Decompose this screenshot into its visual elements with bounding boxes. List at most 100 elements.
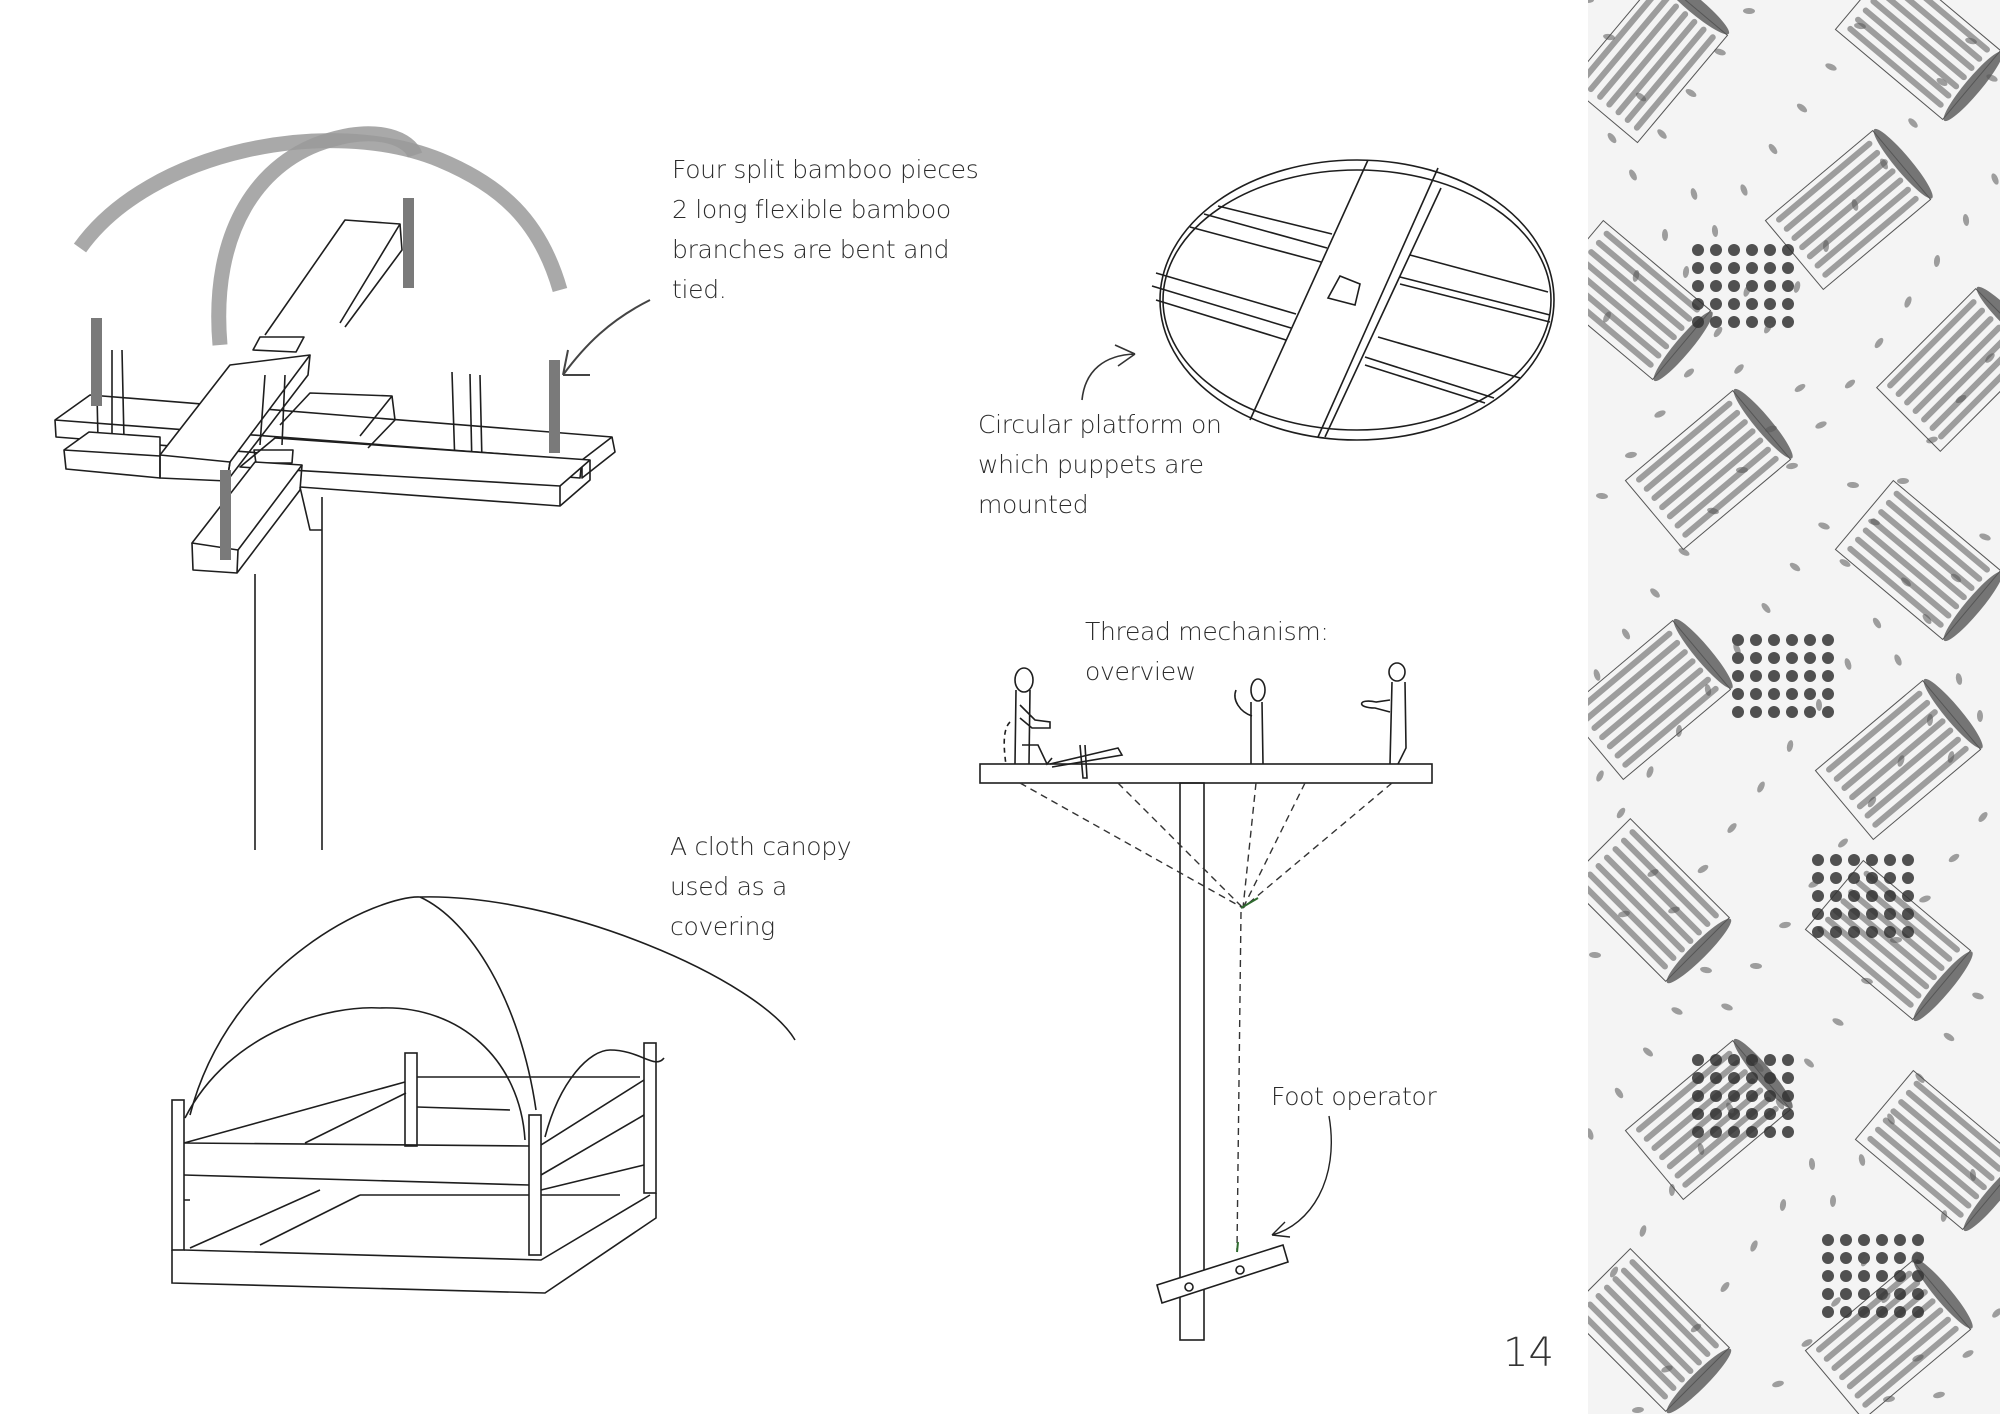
drum-motif [1834, 479, 2000, 642]
pattern-leaf [1808, 1158, 1816, 1170]
pattern-leaf [1596, 770, 1604, 782]
pattern-dot [1782, 316, 1794, 328]
caption-line: used as a [670, 872, 787, 901]
pattern-leaf [1779, 921, 1791, 929]
pattern-leaf [1682, 266, 1690, 278]
pattern-leaf [1796, 103, 1808, 113]
pattern-dot [1782, 298, 1794, 310]
pattern-dot [1782, 1108, 1794, 1120]
pattern-dot [1902, 908, 1914, 920]
pattern-dot [1840, 1288, 1852, 1300]
pattern-dot [1786, 688, 1798, 700]
pattern-leaf [1765, 425, 1777, 433]
pattern-dot [1782, 1072, 1794, 1084]
bamboo-arc-left [73, 133, 568, 293]
pattern-dot [1710, 244, 1722, 256]
pattern-leaf [1955, 673, 1963, 685]
pattern-leaf [1908, 118, 1918, 128]
pattern-dot [1750, 670, 1762, 682]
pattern-leaf [1858, 1154, 1866, 1166]
drum-pattern-illustration [1588, 0, 2000, 1414]
pattern-leaf [1607, 132, 1617, 144]
pattern-leaf [1588, 1128, 1594, 1140]
pattern-leaf [1815, 699, 1823, 711]
circular-platform-drawing [1081, 159, 1555, 441]
pattern-leaf [1912, 1354, 1924, 1362]
pattern-leaf [1851, 199, 1859, 211]
pattern-dot [1830, 854, 1842, 866]
drum-motif [1624, 388, 1793, 551]
foot-operator-caption: Foot operator [1271, 1077, 1437, 1117]
pattern-dot [1732, 670, 1744, 682]
thread-mechanism-drawing [979, 662, 1433, 1341]
pattern-dot [1746, 316, 1758, 328]
pattern-leaf [1933, 1391, 1945, 1399]
pattern-dot [1858, 1270, 1870, 1282]
pattern-dot [1728, 1054, 1740, 1066]
pattern-leaf [1683, 368, 1695, 378]
pattern-dot [1830, 908, 1842, 920]
pattern-dot [1866, 926, 1878, 938]
pattern-dot [1764, 1108, 1776, 1120]
pattern-leaf [1986, 74, 1998, 82]
caption-line: branches are bent and [672, 235, 950, 264]
caption-line: mounted [978, 490, 1089, 519]
pattern-leaf [1671, 1007, 1683, 1015]
pattern-dot [1894, 1252, 1906, 1264]
pattern-dot [1876, 1234, 1888, 1246]
drum-motif [1804, 859, 1973, 1022]
pattern-dot [1692, 298, 1704, 310]
pattern-dot [1812, 854, 1824, 866]
pattern-leaf [1632, 1406, 1644, 1414]
decorative-pattern-panel [1588, 0, 2000, 1414]
pattern-dot [1822, 1288, 1834, 1300]
pattern-leaf [1904, 296, 1912, 308]
pattern-leaf [1593, 669, 1601, 681]
pattern-dot [1840, 1270, 1852, 1282]
pattern-leaf [1948, 853, 1960, 863]
pattern-dot [1746, 1126, 1758, 1138]
pattern-dot [1876, 1252, 1888, 1264]
pattern-dot [1782, 1090, 1794, 1102]
pattern-dot [1692, 1072, 1704, 1084]
pattern-leaf [1789, 562, 1801, 572]
pattern-leaf [1962, 1350, 1974, 1358]
pattern-dot [1692, 244, 1704, 256]
pattern-dot [1732, 652, 1744, 664]
pattern-leaf [1801, 1339, 1813, 1347]
pattern-leaf [1643, 1047, 1653, 1057]
pattern-dot [1692, 1108, 1704, 1120]
pattern-leaf [1793, 281, 1801, 293]
square-hole [252, 336, 305, 353]
pattern-leaf [1808, 880, 1820, 888]
pattern-leaf [1880, 158, 1888, 170]
pole [1179, 782, 1205, 1341]
pattern-leaf [1697, 1143, 1705, 1155]
pattern-dot [1692, 1090, 1704, 1102]
pattern-dot [1764, 280, 1776, 292]
pattern-dot [1746, 1090, 1758, 1102]
pattern-leaf [1588, 0, 1594, 3]
pattern-dot [1804, 634, 1816, 646]
pattern-leaf [1838, 838, 1848, 848]
pattern-dot [1902, 926, 1914, 938]
pattern-leaf [1603, 311, 1611, 323]
caption-line: 2 long flexible bamboo [672, 195, 951, 224]
pattern-dot [1786, 652, 1798, 664]
pattern-leaf [1614, 1087, 1624, 1099]
pattern-dot [1884, 926, 1896, 938]
pattern-leaf [1844, 379, 1856, 389]
pattern-leaf [1965, 37, 1977, 45]
pattern-leaf [1854, 22, 1866, 30]
pattern-leaf [1678, 548, 1690, 556]
pattern-leaf [1922, 613, 1932, 625]
pattern-leaf [1720, 1281, 1730, 1293]
pattern-leaf [1926, 714, 1934, 726]
pattern-leaf [1761, 603, 1771, 613]
pattern-dot [1912, 1288, 1924, 1300]
pattern-leaf [1829, 1195, 1837, 1207]
pattern-leaf [1707, 507, 1719, 515]
drum-motif [1834, 0, 2000, 122]
pattern-leaf [1661, 229, 1669, 241]
